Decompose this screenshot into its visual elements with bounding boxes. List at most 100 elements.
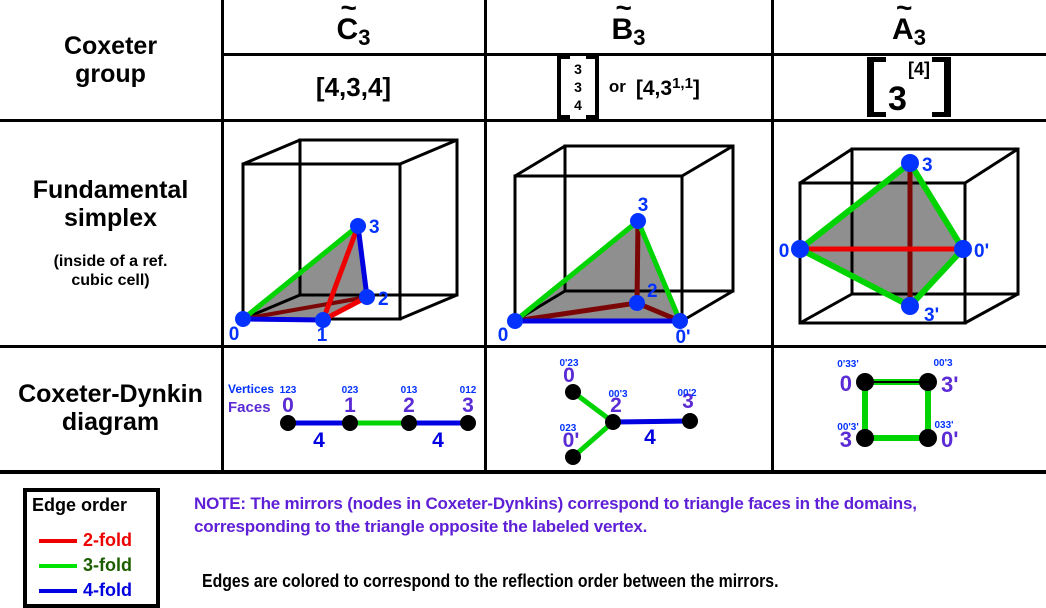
- face-label: 0: [840, 371, 852, 396]
- cube-wireframe: [241, 138, 459, 321]
- edge-2fold-1-2: [321, 294, 369, 323]
- face-labels: 0 3' 3 0': [840, 371, 959, 452]
- symbol-cell-b3: ~B3: [485, 0, 772, 52]
- vertex-label-0p: 0': [974, 241, 989, 262]
- matrix-entry: 3: [574, 61, 582, 77]
- faces-key-label: Faces: [228, 399, 271, 416]
- notation-cell-a3: 3 [4]: [772, 56, 1046, 118]
- dynkin-diagram-c3: Vertices Faces 0 1 2 3 123 023 013 012 4…: [228, 382, 477, 452]
- face-labels: 0 0' 2 3: [563, 364, 694, 452]
- vertex-label-0p: 0': [675, 327, 690, 345]
- vertex-label-3: 3: [638, 195, 649, 216]
- symbol-subscript: 3: [633, 24, 646, 50]
- symbol-letter: B: [611, 12, 634, 46]
- edge-2fold-hidden-0-2: [514, 300, 638, 324]
- face-label: 3': [941, 372, 958, 397]
- matrix-column: 3 3 4: [570, 55, 586, 119]
- face-label: 0': [563, 429, 580, 452]
- vertex-set-label: 0'23: [559, 358, 579, 369]
- edge-2fold-hidden-0-2: [242, 295, 368, 321]
- vertex-label-2: 2: [647, 281, 658, 302]
- vertex-set-label: 023: [560, 423, 577, 434]
- note-black-text: Edges are colored to correspond to the r…: [202, 571, 779, 591]
- vertex-label-3: 3: [922, 155, 933, 176]
- symbol-cell-a3: ~A3: [772, 0, 1046, 53]
- edge-3fold-3-0p: [635, 220, 683, 322]
- dynkin-nodes: [856, 373, 937, 447]
- edge-order-legend: Edge order 2-fold 3-fold 4-fold: [23, 488, 160, 608]
- vertex-dots: [791, 154, 972, 315]
- group-symbol-a3: ~A3: [892, 0, 926, 53]
- vertex-set-label: 00'3: [933, 358, 953, 369]
- notation-a3: 3 [4]: [867, 57, 951, 117]
- face-label: 2: [610, 394, 622, 417]
- edge-3fold-0-3: [241, 224, 360, 321]
- vertex-label-0: 0: [779, 241, 790, 262]
- dynkin-diagram-b3: 0 0' 2 3 0'23 023 00'3 00'2 4: [559, 358, 698, 465]
- corner-cell: Coxeter group: [0, 0, 221, 119]
- alt-sup: 1,1: [672, 74, 693, 92]
- vertex-dots: [507, 213, 688, 329]
- face-label: 0: [282, 394, 294, 417]
- notation-cell-b3: 3 3 4 or [4,31,1]: [485, 55, 772, 119]
- notation-cell-c3: [4,3,4]: [222, 56, 485, 118]
- vertices-key-label: Vertices: [228, 382, 274, 396]
- table-hline-symbols: [222, 53, 1046, 56]
- vertex-set-label: 00'3': [837, 422, 858, 433]
- simplex-figure-b3: 0 0' 2 3: [498, 144, 735, 345]
- right-bracket: [931, 57, 951, 117]
- 4fold-label: 4-fold: [83, 580, 132, 600]
- left-bracket: [557, 55, 571, 119]
- face-label: 0: [563, 364, 575, 387]
- face-label: 3: [840, 427, 852, 452]
- face-label: 3: [682, 390, 694, 413]
- alt-post: ]: [692, 76, 700, 100]
- simplex-figure-a3: 0 3 0' 3': [779, 147, 1020, 326]
- dynkin-edge-3fold-0p-2: [571, 420, 615, 459]
- face-label: 0': [941, 427, 958, 452]
- table-vline-2: [484, 0, 487, 473]
- simplex-figure-c3: 0 1 2 3: [229, 138, 459, 345]
- edge-2fold-1-3: [320, 225, 361, 321]
- vertex-set-label: 0'33': [837, 359, 858, 370]
- vertex-set-label: 023: [342, 385, 359, 396]
- simplex-fill: [800, 163, 963, 306]
- 2fold-label: 2-fold: [83, 530, 132, 550]
- vertex-set-label: 123: [280, 385, 297, 396]
- vertex-labels: 0 0' 2 3: [498, 195, 691, 345]
- 3fold-label: 3-fold: [83, 555, 132, 575]
- notation-base: 3: [888, 80, 907, 118]
- matrix-entry: 3: [574, 79, 582, 95]
- tilde-mark: ~: [615, 0, 632, 23]
- vertex-set-label: 012: [460, 385, 477, 396]
- symbol-letter: C: [336, 12, 359, 46]
- symbol-subscript: 3: [913, 24, 926, 50]
- tilde-mark: ~: [896, 0, 913, 23]
- group-symbol-c3: ~C3: [336, 0, 371, 53]
- legend-row-4fold: 4-fold: [39, 580, 132, 601]
- face-label: 1: [344, 394, 356, 417]
- legend-row-3fold: 3-fold: [39, 555, 132, 576]
- coxeter-dynkin-label: Coxeter-Dynkin diagram: [18, 380, 203, 436]
- simplex-row-header: Fundamental simplex (inside of a ref. cu…: [0, 122, 221, 344]
- vertex-set-label: 013: [401, 385, 418, 396]
- alt-pre: [4,3: [635, 76, 673, 100]
- legend-title: Edge order: [32, 495, 128, 515]
- edge-order-label: 4: [432, 429, 444, 452]
- edge-order-labels: 4 4: [313, 429, 444, 452]
- vertex-set-labels: 123 023 013 012: [280, 385, 477, 396]
- face-labels: 0 1 2 3: [282, 394, 474, 417]
- vertex-set-label: 00'3: [608, 389, 628, 400]
- 2fold-line-swatch: [39, 538, 77, 543]
- vertex-set-label: 00'2: [677, 388, 697, 399]
- cubic-cell-sublabel: (inside of a ref. cubic cell): [53, 253, 168, 289]
- coxeter-group-label: Coxeter group: [63, 31, 158, 88]
- legend-row-2fold: 2-fold: [39, 530, 132, 551]
- vertex-set-labels: 0'23 023 00'3 00'2: [559, 358, 697, 434]
- dynkin-row-header: Coxeter-Dynkin diagram: [0, 346, 221, 470]
- dynkin-edge-4fold-2-3: [612, 418, 691, 425]
- matrix-entry: 4: [574, 97, 582, 113]
- face-label: 3: [462, 394, 474, 417]
- vertex-label-0: 0: [229, 324, 240, 345]
- dynkin-edge-3fold-0-2: [571, 390, 615, 424]
